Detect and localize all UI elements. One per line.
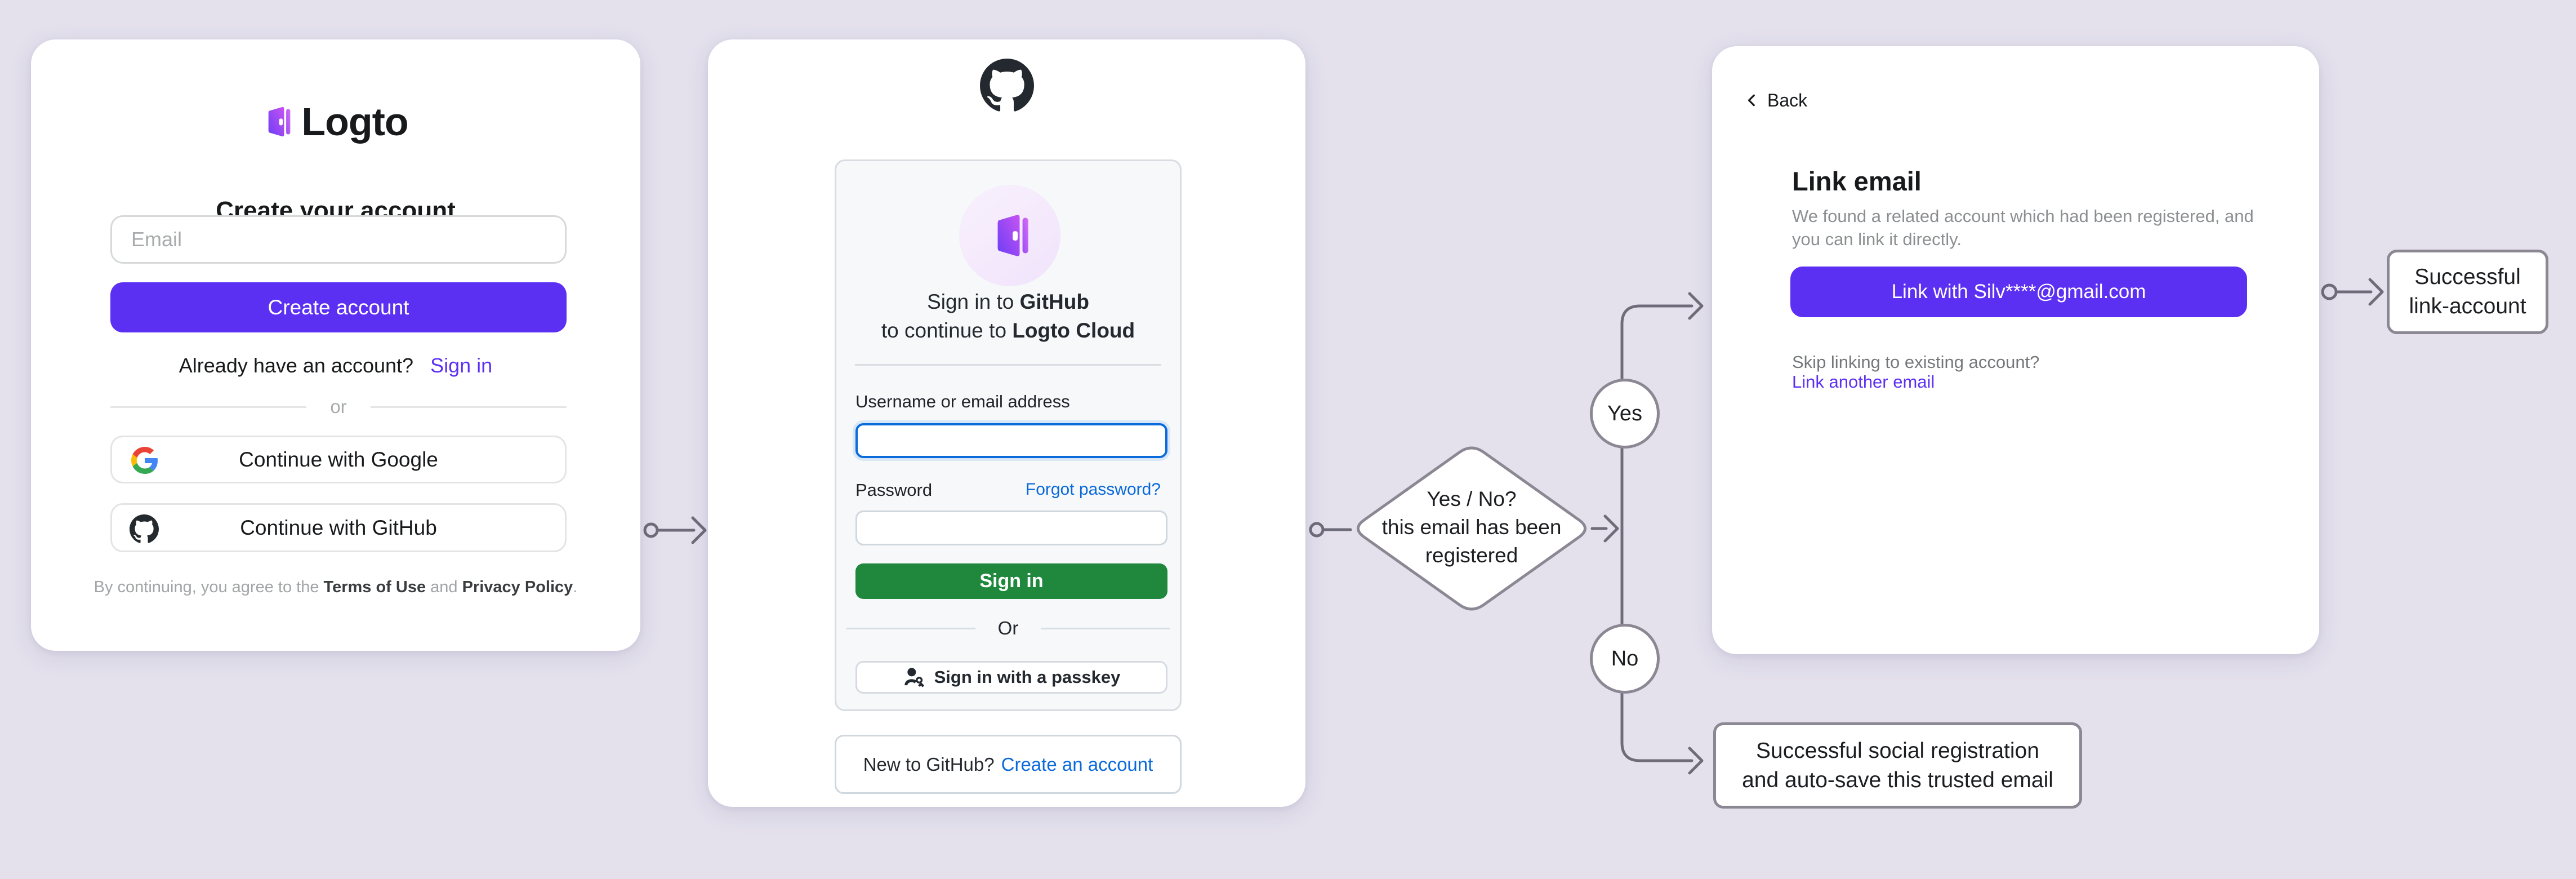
signin-link[interactable]: Sign in bbox=[430, 354, 493, 377]
connector-start-dot bbox=[643, 522, 659, 538]
github-icon bbox=[130, 514, 159, 544]
yes-node: Yes bbox=[1590, 379, 1660, 449]
skip-linking-text: Skip linking to existing account? bbox=[1792, 352, 2040, 372]
no-label: No bbox=[1611, 646, 1639, 671]
email-field[interactable] bbox=[110, 215, 567, 264]
yes-label: Yes bbox=[1607, 401, 1642, 425]
passkey-button[interactable]: Sign in with a passkey bbox=[855, 661, 1167, 694]
github-or-divider: Or bbox=[846, 616, 1170, 641]
terms-of-use-link[interactable]: Terms of Use bbox=[323, 578, 426, 596]
logto-app-icon bbox=[990, 210, 1029, 261]
google-icon bbox=[131, 447, 158, 474]
decision-label: Yes / No? this email has been registered bbox=[1381, 487, 1562, 567]
create-account-button[interactable]: Create account bbox=[110, 282, 567, 332]
logto-wordmark: Logto bbox=[301, 100, 408, 144]
github-signin-card: Sign in to GitHub to continue to Logto C… bbox=[708, 39, 1305, 807]
oauth-heading-line2: to continue to Logto Cloud bbox=[881, 319, 1135, 342]
decision-diamond bbox=[1357, 446, 1586, 611]
terms-text: By continuing, you agree to the Terms of… bbox=[93, 578, 578, 596]
username-input[interactable] bbox=[855, 423, 1167, 458]
back-button[interactable]: Back bbox=[1745, 89, 1807, 112]
no-node: No bbox=[1590, 624, 1660, 694]
logto-signup-card: Logto Create your account Create account… bbox=[31, 39, 640, 651]
github-logo-icon bbox=[708, 59, 1305, 113]
password-label: Password bbox=[855, 480, 933, 500]
continue-github-button[interactable]: Continue with GitHub bbox=[110, 503, 567, 552]
password-input[interactable] bbox=[855, 510, 1167, 545]
oauth-heading-line1: Sign in to GitHub bbox=[927, 290, 1089, 313]
oauth-panel: Sign in to GitHub to continue to Logto C… bbox=[835, 159, 1182, 711]
link-another-email-link[interactable]: Link another email bbox=[1792, 372, 1935, 392]
continue-google-button[interactable]: Continue with Google bbox=[110, 436, 567, 483]
forgot-password-link[interactable]: Forgot password? bbox=[1025, 480, 1161, 499]
social-success-node: Successful social registration and auto-… bbox=[1713, 722, 2082, 809]
panel-divider bbox=[855, 364, 1161, 366]
github-create-account-link[interactable]: Create an account bbox=[1001, 753, 1153, 775]
logto-logo-icon bbox=[263, 103, 291, 140]
create-account-box: New to GitHub? Create an account bbox=[835, 735, 1182, 794]
github-signin-button[interactable]: Sign in bbox=[855, 563, 1167, 599]
link-email-title: Link email bbox=[1792, 166, 1922, 196]
link-email-description: We found a related account which had bee… bbox=[1792, 206, 2254, 249]
chevron-left-icon bbox=[1745, 91, 1759, 110]
signin-prompt: Already have an account? Sign in bbox=[179, 354, 493, 377]
link-with-email-button[interactable]: Link with Silv****@gmail.com bbox=[1790, 267, 2247, 317]
privacy-policy-link[interactable]: Privacy Policy bbox=[462, 578, 573, 596]
app-avatar bbox=[959, 185, 1060, 286]
link-email-card: Back Link email We found a related accou… bbox=[1712, 46, 2319, 654]
link-success-node: Successful link-account bbox=[2387, 250, 2548, 334]
passkey-icon bbox=[903, 666, 925, 689]
username-label: Username or email address bbox=[855, 392, 1070, 411]
logto-brand: Logto bbox=[31, 100, 640, 144]
or-divider: or bbox=[110, 394, 567, 419]
